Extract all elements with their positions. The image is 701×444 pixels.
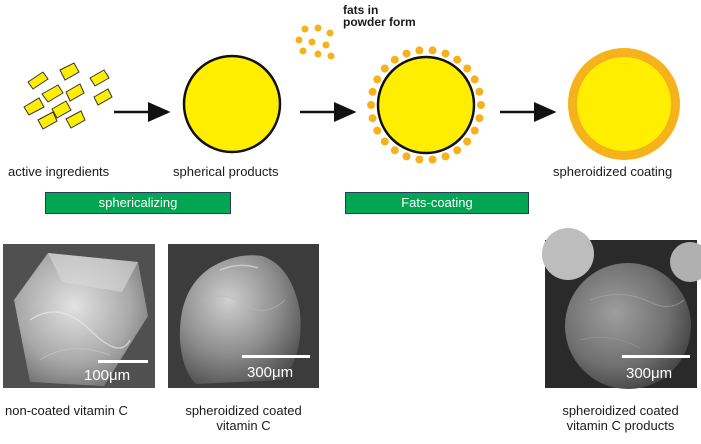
active-ingredient-flakes — [24, 63, 112, 129]
fat-coated-sphere — [367, 46, 485, 163]
fat-powder-dots — [296, 25, 335, 60]
scale-bar-2 — [242, 355, 310, 358]
micrograph-products — [542, 228, 701, 389]
fat-particle — [429, 46, 437, 54]
fat-particle — [381, 65, 389, 73]
fat-particle — [477, 101, 485, 109]
fat-particle — [453, 56, 461, 64]
scale-bar-1 — [98, 360, 148, 363]
fat-particle — [367, 101, 375, 109]
fat-particle — [381, 138, 389, 146]
fat-particle — [442, 50, 450, 58]
fat-particle — [391, 56, 399, 64]
label-active-ingredients: active ingredients — [8, 164, 109, 179]
fat-particle — [475, 88, 483, 96]
fat-particle — [429, 156, 437, 164]
spheroidized-coating-core — [577, 57, 671, 151]
fat-particle — [391, 146, 399, 154]
scale-label-1: 100μm — [84, 367, 130, 384]
scale-bar-3 — [622, 355, 690, 358]
fat-particle — [369, 114, 377, 122]
fat-particle — [442, 152, 450, 160]
micrograph-coated — [168, 244, 319, 388]
stage-spherelizing: sphericalizing — [45, 192, 231, 214]
spherical-product-core — [184, 56, 280, 152]
fat-particle — [415, 46, 423, 54]
scale-label-2: 300μm — [247, 364, 293, 381]
label-fats-in-powder-form: fats in powder form — [343, 4, 416, 28]
fat-particle — [373, 75, 381, 83]
fat-particle — [471, 75, 479, 83]
fat-particle — [453, 146, 461, 154]
scale-label-3: 300μm — [626, 365, 672, 382]
label-spheroidized-coating: spheroidized coating — [553, 164, 672, 179]
label-spherical-products: spherical products — [173, 164, 279, 179]
fat-particle — [471, 127, 479, 135]
stage-fats-coating: Fats-coating — [345, 192, 529, 214]
fat-particle — [463, 65, 471, 73]
fat-particle — [415, 156, 423, 164]
fat-particle — [475, 114, 483, 122]
fat-particle — [463, 138, 471, 146]
caption-products: spheroidized coated vitamin C products — [540, 403, 701, 433]
micrograph-non-coated — [3, 244, 155, 388]
fat-particle — [403, 152, 411, 160]
fat-particle — [373, 127, 381, 135]
fat-particle — [369, 88, 377, 96]
fat-particle — [403, 50, 411, 58]
caption-non-coated: non-coated vitamin C — [5, 403, 128, 418]
caption-coated: spheroidized coated vitamin C — [168, 403, 319, 433]
